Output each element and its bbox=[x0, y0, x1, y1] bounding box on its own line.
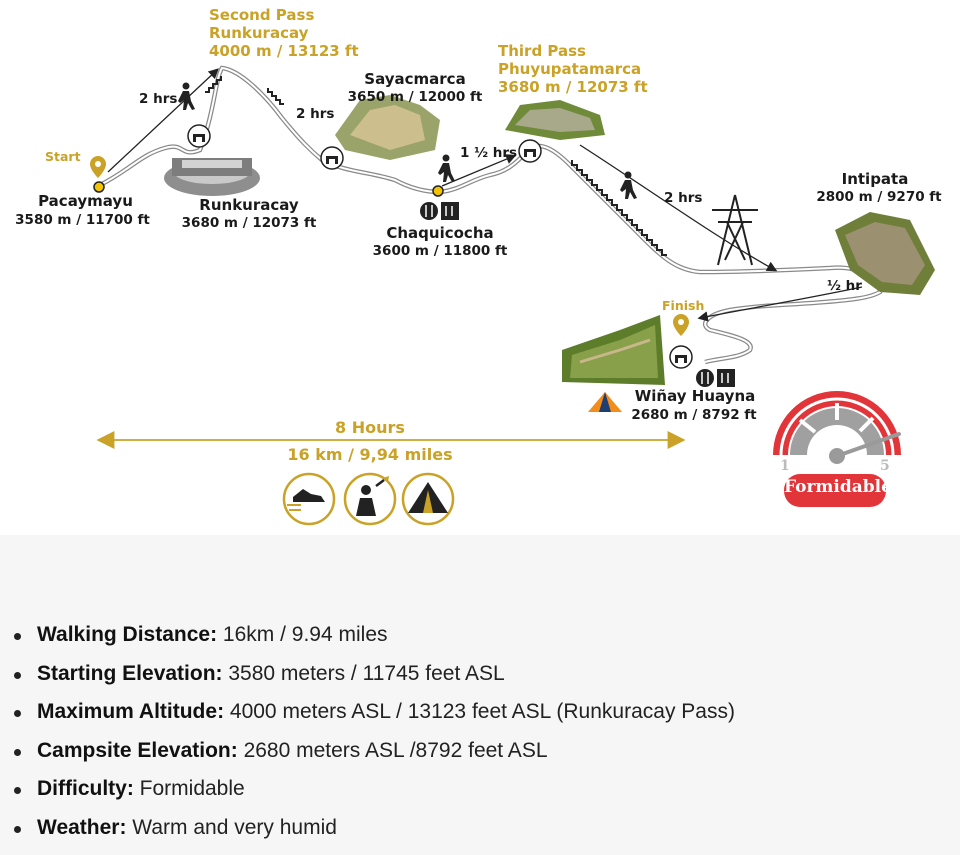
gauge-min-label: 1 bbox=[780, 458, 790, 474]
fact-walking-distance: Walking Distance: 16km / 9.94 miles bbox=[14, 623, 735, 662]
stairs-ascent-1 bbox=[205, 76, 222, 93]
fact-value: 16km / 9.94 miles bbox=[217, 623, 388, 646]
runkuracay-ruins-image bbox=[164, 158, 260, 196]
arrow-seg1 bbox=[107, 68, 219, 173]
start-pin-icon bbox=[90, 156, 106, 193]
chaquicocha-name: Chaquicocha bbox=[386, 224, 494, 242]
guide-icon bbox=[343, 472, 397, 526]
pacaymayu-elevation: 3580 m / 11700 ft bbox=[15, 212, 150, 228]
second-pass-title: Second Pass bbox=[209, 6, 315, 24]
finish-pin-icon bbox=[673, 314, 689, 336]
start-label: Start bbox=[45, 149, 81, 164]
intipata-terraces-image bbox=[835, 212, 935, 295]
chaquicocha-elevation: 3600 m / 11800 ft bbox=[372, 243, 508, 259]
hiking-shoe-icon bbox=[282, 472, 336, 526]
ruin-icon-winay-huayna bbox=[669, 345, 693, 369]
gauge-needle bbox=[835, 432, 901, 458]
second-pass-name: Runkuracay bbox=[209, 24, 309, 42]
fact-campsite-elevation: Campsite Elevation: 2680 meters ASL /879… bbox=[14, 739, 735, 778]
facts-list: Walking Distance: 16km / 9.94 miles Star… bbox=[14, 623, 735, 855]
arrow-seg5 bbox=[697, 286, 863, 322]
trail-map-graphic bbox=[90, 65, 935, 526]
hiker-icon-1 bbox=[178, 82, 195, 110]
intipata-elevation: 2800 m / 9270 ft bbox=[816, 189, 942, 205]
ruin-icon-runkuracay bbox=[187, 124, 211, 148]
fact-value: 3580 meters / 11745 feet ASL bbox=[222, 661, 505, 685]
fact-weather: Weather: Warm and very humid bbox=[14, 816, 735, 855]
difficulty-badge bbox=[784, 474, 886, 507]
pacaymayu-name: Pacaymayu bbox=[38, 192, 133, 210]
segment-3-duration: 1 ½ hrs bbox=[460, 145, 518, 161]
runkuracay-name: Runkuracay bbox=[199, 196, 299, 214]
segment-4-duration: 2 hrs bbox=[664, 190, 703, 206]
segment-1-duration: 2 hrs bbox=[139, 91, 178, 107]
sayacmarca-elevation: 3650 m / 12000 ft bbox=[347, 89, 483, 105]
fact-label: Weather: bbox=[37, 815, 127, 839]
ruin-icon-sayacmarca bbox=[320, 146, 344, 170]
fact-starting-elevation: Starting Elevation: 3580 meters / 11745 … bbox=[14, 662, 735, 701]
fact-value: Warm and very humid bbox=[126, 815, 337, 839]
second-pass-elevation: 4000 m / 13123 ft bbox=[209, 42, 359, 60]
fact-difficulty: Difficulty: Formidable bbox=[14, 777, 735, 816]
difficulty-gauge bbox=[773, 391, 901, 507]
fact-label: Starting Elevation: bbox=[37, 661, 223, 685]
winay-huayna-terraces-image bbox=[562, 315, 665, 385]
chaquicocha-point-icon bbox=[432, 185, 444, 197]
hiker-icon-3 bbox=[620, 171, 637, 199]
fact-label: Maximum Altitude: bbox=[37, 700, 225, 724]
total-distance: 16 km / 9,94 miles bbox=[287, 445, 453, 464]
fact-value: 4000 meters ASL / 13123 feet ASL (Runkur… bbox=[224, 700, 735, 724]
phuyupatamarca-ruins-image bbox=[505, 100, 605, 140]
tent-icon bbox=[588, 392, 622, 412]
total-duration: 8 Hours bbox=[335, 418, 405, 437]
fact-label: Campsite Elevation: bbox=[37, 738, 238, 762]
trek-facts: Walking Distance: 16km / 9.94 miles Star… bbox=[0, 535, 960, 847]
ruin-icon-phuyupatamarca bbox=[518, 139, 542, 163]
fact-label: Difficulty: bbox=[37, 777, 134, 801]
fact-value: Formidable bbox=[133, 777, 245, 801]
intipata-name: Intipata bbox=[841, 170, 909, 188]
fact-value: 2680 meters ASL /8792 feet ASL bbox=[237, 738, 548, 762]
sayacmarca-ruins-image bbox=[335, 95, 440, 160]
gauge-max-label: 5 bbox=[880, 458, 890, 474]
hiker-icon-2 bbox=[438, 154, 455, 182]
segment-5-duration: ½ hr bbox=[827, 278, 862, 294]
segment-2-duration: 2 hrs bbox=[296, 106, 335, 122]
third-pass-name: Phuyupatamarca bbox=[498, 60, 642, 78]
fact-maximum-altitude: Maximum Altitude: 4000 meters ASL / 1312… bbox=[14, 700, 735, 739]
stairs-descent-2 bbox=[571, 160, 667, 256]
food-restroom-icon-chaquicocha bbox=[420, 202, 459, 220]
difficulty-badge-text: Formidable bbox=[784, 477, 892, 497]
winay-huayna-elevation: 2680 m / 8792 ft bbox=[631, 407, 757, 423]
third-pass-elevation: 3680 m / 12073 ft bbox=[498, 78, 648, 96]
fact-label: Walking Distance: bbox=[37, 623, 218, 646]
runkuracay-elevation: 3680 m / 12073 ft bbox=[181, 215, 317, 231]
arrow-seg4 bbox=[579, 144, 778, 272]
finish-label: Finish bbox=[662, 298, 705, 313]
third-pass-title: Third Pass bbox=[498, 42, 586, 60]
stairs-descent-1 bbox=[267, 88, 284, 105]
sayacmarca-name: Sayacmarca bbox=[364, 70, 466, 88]
power-tower-icon bbox=[712, 194, 758, 266]
trail-map: 1 5 Formidable Start Pacaymayu 3580 m / … bbox=[15, 6, 942, 526]
tent-camp-icon bbox=[401, 472, 455, 526]
winay-huayna-name: Wiñay Huayna bbox=[634, 387, 756, 405]
food-restroom-icon-winay-huayna bbox=[696, 369, 735, 387]
